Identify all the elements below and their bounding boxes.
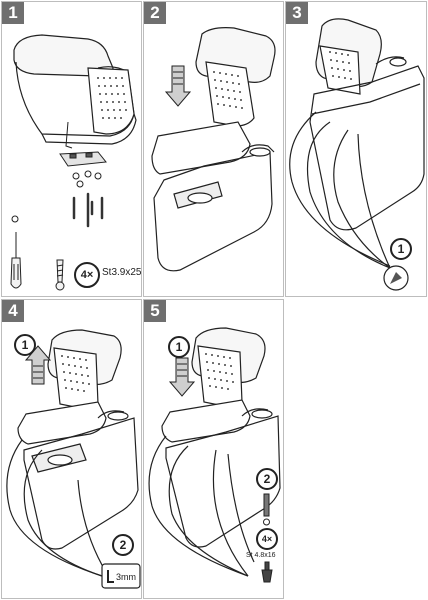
step-4-panel: 4 1 2 3mm [1,299,142,599]
screw-spec-label: St3.9x25 [102,267,142,278]
arrow-up-icon [24,345,52,385]
step-3-panel: 3 1 [285,1,427,297]
armrest-illustration [148,327,281,583]
screw-icon [55,259,65,291]
step-number: 5 [144,300,166,322]
callout-number: 2 [112,534,134,556]
tool-size-label: 3mm [116,572,136,582]
step-number: 2 [144,2,166,24]
step-2-panel: 2 [143,1,284,297]
arrow-down-icon [168,357,196,397]
screw-spec-label: St 4.8x16 [246,552,276,559]
quantity-badge: 4× [256,528,278,550]
armrest-illustration [289,18,425,291]
step-1-panel: 1 4× St3.9x25 [1,1,142,297]
screwdriver-icon [10,215,22,289]
armrest-illustration [151,27,276,272]
step-5-panel: 5 1 2 4× St 4.8x16 [143,299,284,599]
empty-cell [285,299,427,599]
allen-key-icon [101,563,141,589]
callout-number: 1 [168,336,190,358]
screw-icon [261,493,273,583]
step-number: 1 [2,2,24,24]
callout-number: 1 [14,334,36,356]
callout-number: 2 [256,468,278,490]
arrow-down-icon [164,65,192,107]
quantity-badge: 4× [74,262,100,288]
armrest-illustration [10,34,137,291]
callout-number: 1 [390,238,412,260]
armrest-illustration [6,329,141,589]
step-number: 3 [286,2,308,24]
step-number: 4 [2,300,24,322]
